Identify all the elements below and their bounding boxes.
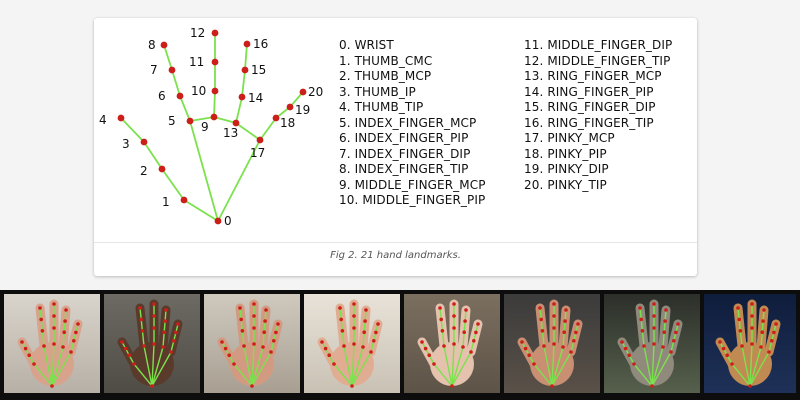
landmark-label-12: 12 <box>190 26 205 40</box>
legend-item-9: 9. MIDDLE_FINGER_MCP <box>339 177 486 192</box>
landmark-dot-11 <box>211 58 219 66</box>
landmark-label-20: 20 <box>308 85 323 99</box>
legend-item-14: 14. RING_FINGER_PIP <box>524 84 654 99</box>
photo-2-ok-sign-dark-skin <box>104 294 200 393</box>
landmark-dot-0 <box>214 217 222 225</box>
caption-divider <box>94 242 697 243</box>
legend-item-12: 12. MIDDLE_FINGER_TIP <box>524 53 671 68</box>
landmark-label-15: 15 <box>251 63 266 77</box>
landmark-label-11: 11 <box>189 55 204 69</box>
landmark-label-7: 7 <box>150 63 158 77</box>
bone-7-8 <box>163 44 173 71</box>
landmark-label-14: 14 <box>248 91 263 105</box>
photo-8-hand-night <box>704 294 796 393</box>
landmark-label-10: 10 <box>191 84 206 98</box>
legend-item-2: 2. THUMB_MCP <box>339 69 432 84</box>
figure-caption: Fig 2. 21 hand landmarks. <box>330 250 461 261</box>
legend-item-11: 11. MIDDLE_FINGER_DIP <box>524 38 673 52</box>
legend-item-18: 18. PINKY_PIP <box>524 146 607 161</box>
bone-0-17 <box>217 139 261 222</box>
photo-6-pinch-gesture <box>504 294 600 393</box>
photo-4-rock-sign <box>304 294 400 393</box>
landmark-label-2: 2 <box>140 164 148 178</box>
landmark-label-3: 3 <box>122 137 130 151</box>
bone-6-7 <box>171 69 181 97</box>
landmark-label-18: 18 <box>280 116 295 130</box>
legend-item-13: 13. RING_FINGER_MCP <box>524 69 662 84</box>
legend-item-6: 6. INDEX_FINGER_PIP <box>339 131 469 146</box>
landmark-label-1: 1 <box>162 195 170 209</box>
photo-3-open-palm-office <box>204 294 300 393</box>
landmark-dot-6 <box>176 92 184 100</box>
landmark-dot-8 <box>160 41 168 49</box>
bone-3-4 <box>120 117 145 143</box>
landmark-label-9: 9 <box>201 120 209 134</box>
legend-item-3: 3. THUMB_IP <box>339 84 416 99</box>
bone-15-16 <box>244 43 248 71</box>
landmark-label-6: 6 <box>158 89 166 103</box>
legend-item-1: 1. THUMB_CMC <box>339 53 433 68</box>
landmark-dot-18 <box>272 114 280 122</box>
legend-item-16: 16. RING_FINGER_TIP <box>524 115 654 130</box>
landmark-label-4: 4 <box>99 113 107 127</box>
bone-14-15 <box>241 69 246 98</box>
landmark-dot-14 <box>238 93 246 101</box>
landmark-dot-3 <box>140 138 148 146</box>
legend-item-20: 20. PINKY_TIP <box>524 177 607 192</box>
legend-item-8: 8. INDEX_FINGER_TIP <box>339 162 469 177</box>
legend-item-15: 15. RING_FINGER_DIP <box>524 100 656 115</box>
landmark-dot-9 <box>210 113 218 121</box>
landmark-dot-2 <box>158 165 166 173</box>
bone-1-2 <box>161 168 185 201</box>
landmark-label-5: 5 <box>168 114 176 128</box>
photo-5-hand-rock-background <box>404 294 500 393</box>
bone-5-9 <box>189 116 215 122</box>
example-photo-strip <box>0 290 800 400</box>
bone-0-5 <box>189 120 219 222</box>
landmark-label-16: 16 <box>253 37 268 51</box>
bone-9-10 <box>213 90 216 118</box>
landmark-dot-16 <box>243 40 251 48</box>
landmark-legend-col-2: 11. MIDDLE_FINGER_DIP 12. MIDDLE_FINGER_… <box>524 38 672 193</box>
landmark-dot-15 <box>241 66 249 74</box>
landmark-label-13: 13 <box>223 126 238 140</box>
landmark-label-19: 19 <box>295 103 310 117</box>
landmark-dot-12 <box>211 29 219 37</box>
landmark-dot-10 <box>211 87 219 95</box>
landmark-dot-13 <box>232 119 240 127</box>
legend-item-0: 0. WRIST <box>339 38 394 52</box>
landmark-dot-19 <box>286 103 294 111</box>
bone-9-13 <box>213 116 237 124</box>
landmark-label-0: 0 <box>224 214 232 228</box>
landmark-dot-17 <box>256 136 264 144</box>
landmark-label-8: 8 <box>148 38 156 52</box>
photo-7-hand-trees-background <box>604 294 700 393</box>
landmark-dot-4 <box>117 114 125 122</box>
landmark-dot-20 <box>299 88 307 96</box>
photo-1-open-hand-left <box>4 294 100 393</box>
legend-item-19: 19. PINKY_DIP <box>524 162 609 177</box>
bone-0-1 <box>183 199 219 222</box>
bone-5-6 <box>179 95 191 122</box>
bone-17-18 <box>259 117 277 141</box>
landmark-dot-7 <box>168 66 176 74</box>
legend-item-17: 17. PINKY_MCP <box>524 131 615 146</box>
legend-item-5: 5. INDEX_FINGER_MCP <box>339 115 477 130</box>
bone-2-3 <box>143 141 163 170</box>
legend-item-4: 4. THUMB_TIP <box>339 100 424 115</box>
legend-item-7: 7. INDEX_FINGER_DIP <box>339 146 471 161</box>
bone-13-17 <box>235 122 261 141</box>
landmark-dot-5 <box>186 117 194 125</box>
landmark-legend-col-1: 0. WRIST 1. THUMB_CMC 2. THUMB_MCP 3. TH… <box>339 38 486 209</box>
legend-item-10: 10. MIDDLE_FINGER_PIP <box>339 193 486 208</box>
bone-13-14 <box>235 96 243 124</box>
landmark-dot-1 <box>180 196 188 204</box>
landmark-label-17: 17 <box>250 146 265 160</box>
